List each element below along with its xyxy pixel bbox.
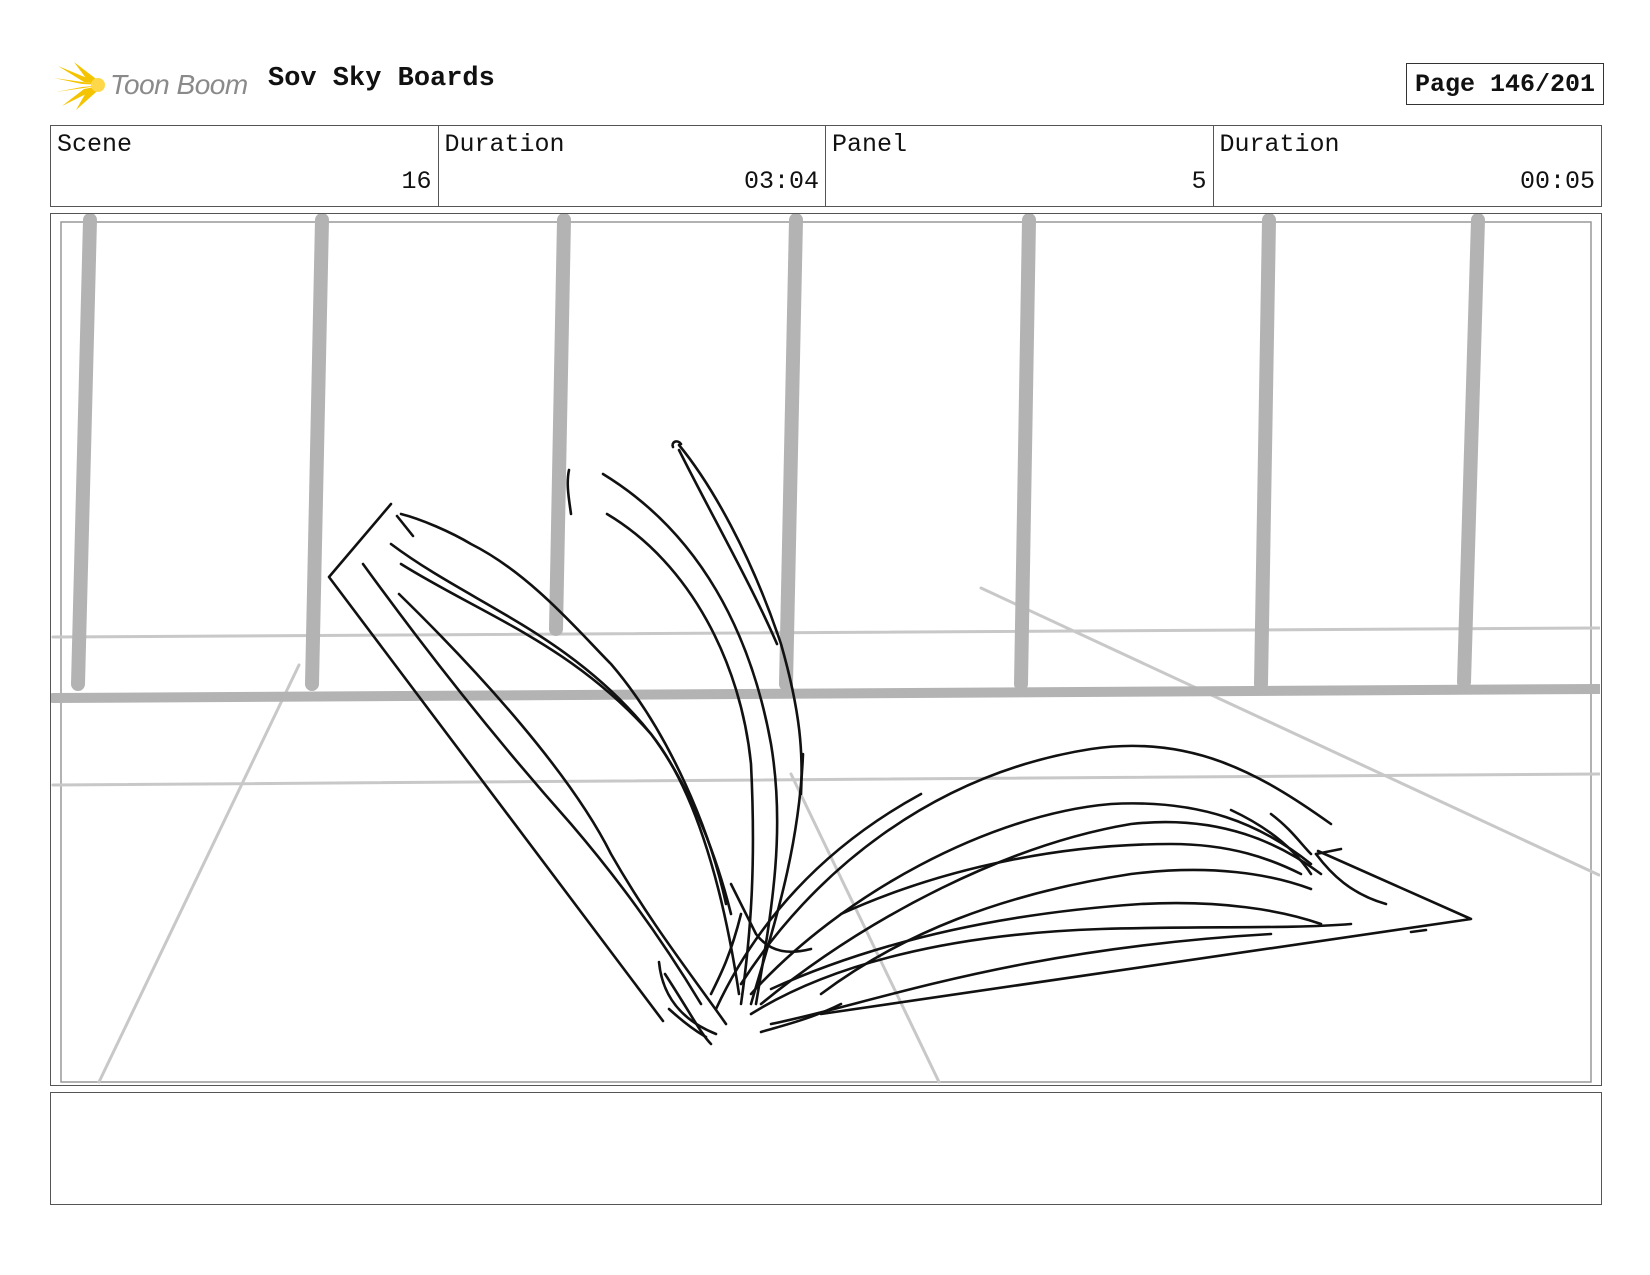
safe-frame xyxy=(60,221,1592,1083)
panel-sketch xyxy=(51,214,1600,1084)
floor-lines xyxy=(51,586,1600,1084)
panel-duration-value: 00:05 xyxy=(1519,167,1595,196)
panel-notes xyxy=(50,1092,1602,1205)
logo-wordmark: Toon Boom xyxy=(110,69,248,100)
panel-value: 5 xyxy=(1191,167,1207,196)
railing xyxy=(51,214,1600,703)
panel-duration-label: Duration xyxy=(1219,130,1340,159)
scene-duration-cell: Duration 03:04 xyxy=(439,126,826,206)
toon-boom-burst-icon xyxy=(54,62,105,110)
project-title: Sov Sky Boards xyxy=(268,64,495,94)
scene-label: Scene xyxy=(57,130,133,159)
scene-duration-label: Duration xyxy=(444,130,565,159)
panel-info-table: Scene 16 Duration 03:04 Panel 5 Duration… xyxy=(50,125,1602,207)
scene-duration-value: 03:04 xyxy=(743,167,819,196)
page-indicator: Page 146/201 xyxy=(1405,63,1604,105)
panel-duration-cell: Duration 00:05 xyxy=(1214,126,1602,206)
panel-cell: Panel 5 xyxy=(826,126,1214,206)
toon-boom-logo: Toon Boom xyxy=(54,58,248,112)
storyboard-panel xyxy=(50,213,1602,1086)
scene-cell: Scene 16 xyxy=(51,126,439,206)
scene-value: 16 xyxy=(401,167,432,196)
panel-label: Panel xyxy=(832,130,908,159)
open-book-sketch xyxy=(327,440,1473,1046)
